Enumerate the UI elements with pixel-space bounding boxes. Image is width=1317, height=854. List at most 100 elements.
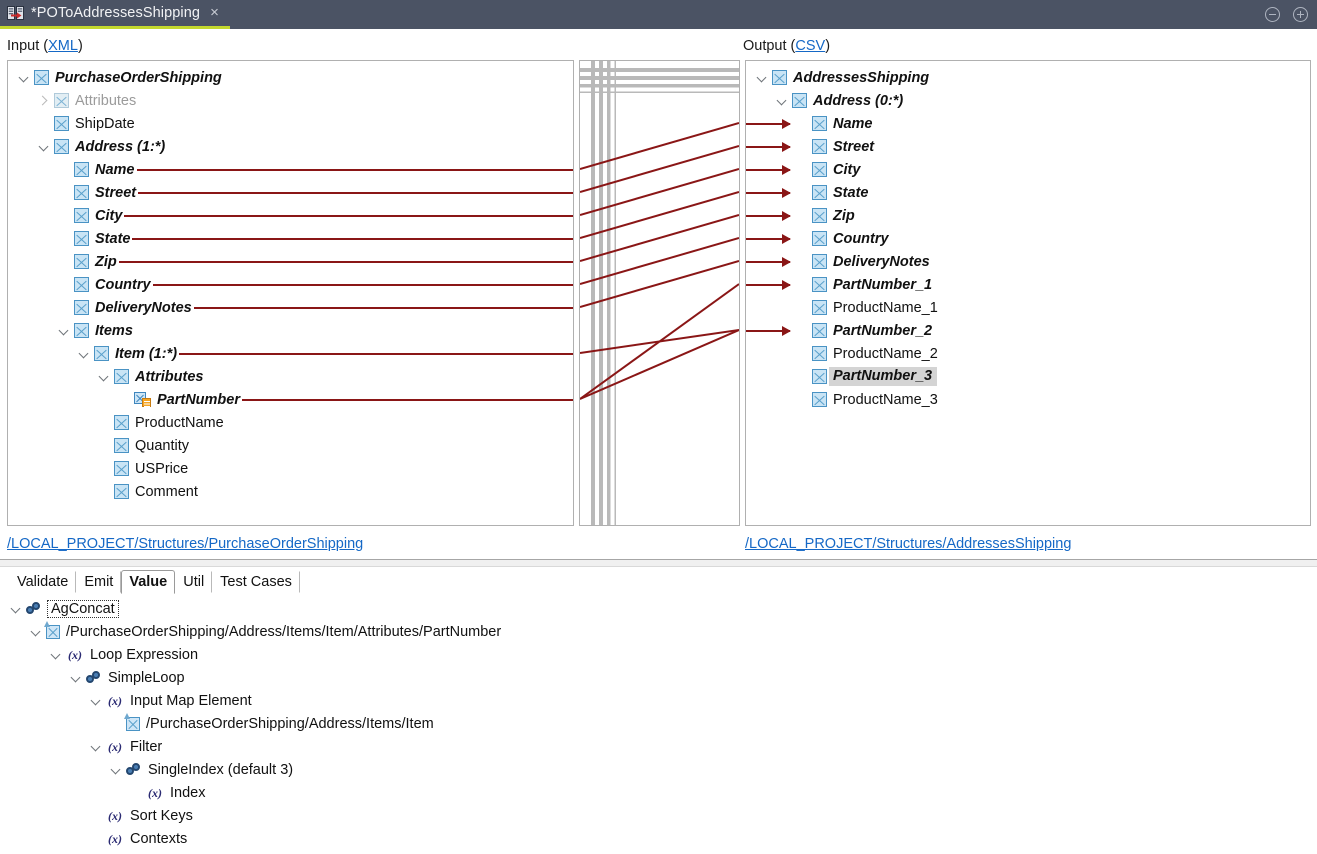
chevron-down-icon[interactable]	[70, 671, 83, 684]
element-icon	[812, 231, 827, 246]
input-tree-row[interactable]: Attributes	[8, 89, 573, 112]
input-tree-row[interactable]: Items	[8, 319, 573, 342]
chevron-right-icon[interactable]	[37, 94, 51, 107]
output-format-link[interactable]: CSV	[795, 38, 826, 54]
input-tree-row[interactable]: Address (1:*)	[8, 135, 573, 158]
chevron-down-icon[interactable]	[18, 71, 31, 84]
expression-tree-row[interactable]: (x)Input Map Element	[0, 689, 1317, 712]
mapping-link[interactable]	[580, 260, 739, 308]
chevron-down-icon[interactable]	[38, 140, 51, 153]
expression-tree-row[interactable]: (x)Contexts	[0, 827, 1317, 850]
mapping-link[interactable]	[580, 122, 739, 170]
input-tree-row[interactable]: Comment	[8, 480, 573, 503]
input-tree-row[interactable]: Quantity	[8, 434, 573, 457]
input-tree-row[interactable]: Country	[8, 273, 573, 296]
tab-util[interactable]: Util	[175, 571, 213, 593]
input-node-label: Quantity	[135, 437, 189, 454]
minimize-button[interactable]	[1265, 7, 1280, 22]
input-tree-row[interactable]: PurchaseOrderShipping	[8, 66, 573, 89]
output-tree-row[interactable]: ProductName_1	[746, 296, 1310, 319]
input-tree-row[interactable]: Name	[8, 158, 573, 181]
input-tree-row[interactable]: ShipDate	[8, 112, 573, 135]
output-tree-row[interactable]: AddressesShipping	[746, 66, 1310, 89]
mapping-link[interactable]	[580, 168, 739, 216]
tab-validate[interactable]: Validate	[9, 571, 77, 593]
expression-tree-row[interactable]: (x)Loop Expression	[0, 643, 1317, 666]
output-tree-row[interactable]: Address (0:*)	[746, 89, 1310, 112]
panel-splitter[interactable]	[0, 559, 1317, 567]
output-tree-row[interactable]: State	[746, 181, 1310, 204]
expression-tree-row[interactable]: (x)Filter	[0, 735, 1317, 758]
mapping-link[interactable]	[580, 214, 739, 262]
output-path-link[interactable]: /LOCAL_PROJECT/Structures/AddressesShipp…	[745, 536, 1072, 552]
chevron-down-icon[interactable]	[30, 625, 43, 638]
input-tree-row[interactable]: ProductName	[8, 411, 573, 434]
expression-tree-row[interactable]: /PurchaseOrderShipping/Address/Items/Ite…	[0, 620, 1317, 643]
input-tree-row[interactable]: City	[8, 204, 573, 227]
tab-emit[interactable]: Emit	[76, 571, 122, 593]
mapping-file-icon	[7, 5, 24, 22]
input-tree-row[interactable]: Item (1:*)	[8, 342, 573, 365]
input-node-label: Zip	[95, 253, 117, 270]
input-format-link[interactable]: XML	[48, 38, 78, 54]
output-tree-row[interactable]: PartNumber_3	[746, 365, 1310, 388]
chevron-down-icon[interactable]	[10, 602, 23, 615]
mapping-connector-stub	[242, 399, 573, 401]
chevron-down-icon[interactable]	[90, 740, 103, 753]
mapping-connector-stub	[193, 307, 573, 309]
expression-node-label: SimpleLoop	[108, 669, 185, 686]
chevron-down-icon[interactable]	[78, 347, 91, 360]
expression-tree-row[interactable]: SimpleLoop	[0, 666, 1317, 689]
mapping-link[interactable]	[580, 237, 739, 285]
mapping-canvas[interactable]	[579, 60, 740, 526]
output-tree-row[interactable]: Country	[746, 227, 1310, 250]
output-tree-row[interactable]: Zip	[746, 204, 1310, 227]
input-tree-row[interactable]: Attributes	[8, 365, 573, 388]
element-icon	[34, 70, 49, 85]
mapping-grid	[580, 61, 739, 525]
mapping-connector-stub	[136, 169, 573, 171]
input-tree-row[interactable]: DeliveryNotes	[8, 296, 573, 319]
output-tree-row[interactable]: ProductName_2	[746, 342, 1310, 365]
output-tree-row[interactable]: City	[746, 158, 1310, 181]
mapping-link[interactable]	[580, 145, 739, 193]
tab-value[interactable]: Value	[121, 570, 176, 594]
chevron-down-icon[interactable]	[90, 694, 103, 707]
expression-tree-row[interactable]: SingleIndex (default 3)	[0, 758, 1317, 781]
mapping-link[interactable]	[580, 329, 739, 400]
chevron-down-icon[interactable]	[110, 763, 123, 776]
input-tree-row[interactable]: State	[8, 227, 573, 250]
input-tree-row[interactable]: Zip	[8, 250, 573, 273]
input-tree-row[interactable]: PartNumber	[8, 388, 573, 411]
chevron-down-icon[interactable]	[756, 71, 769, 84]
expression-tree-row[interactable]: (x)Sort Keys	[0, 804, 1317, 827]
maximize-button[interactable]	[1293, 7, 1308, 22]
input-tree-row[interactable]: USPrice	[8, 457, 573, 480]
chevron-down-icon[interactable]	[58, 324, 71, 337]
expression-tree-row[interactable]: /PurchaseOrderShipping/Address/Items/Ite…	[0, 712, 1317, 735]
element-icon	[812, 208, 827, 223]
expression-tree-row[interactable]: (x)Index	[0, 781, 1317, 804]
output-tree-row[interactable]: PartNumber_1	[746, 273, 1310, 296]
expression-tree-row[interactable]: AgConcat	[0, 597, 1317, 620]
input-node-label: Items	[95, 322, 133, 339]
chevron-down-icon[interactable]	[776, 94, 789, 107]
output-tree-row[interactable]: Street	[746, 135, 1310, 158]
chevron-down-icon[interactable]	[50, 648, 63, 661]
element-icon	[114, 484, 129, 499]
element-icon	[74, 277, 89, 292]
mapping-link[interactable]	[580, 191, 739, 239]
mapping-link[interactable]	[580, 283, 739, 400]
editor-tab-active[interactable]: *POToAddressesShipping ×	[0, 0, 230, 29]
close-icon[interactable]: ×	[210, 3, 219, 21]
output-tree-row[interactable]: Name	[746, 112, 1310, 135]
input-tree-row[interactable]: Street	[8, 181, 573, 204]
output-tree-row[interactable]: PartNumber_2	[746, 319, 1310, 342]
chevron-down-icon[interactable]	[98, 370, 111, 383]
output-tree-row[interactable]: DeliveryNotes	[746, 250, 1310, 273]
input-path-link[interactable]: /LOCAL_PROJECT/Structures/PurchaseOrderS…	[7, 536, 364, 552]
output-tree-row[interactable]: ProductName_3	[746, 388, 1310, 411]
tab-test-cases[interactable]: Test Cases	[212, 571, 300, 593]
